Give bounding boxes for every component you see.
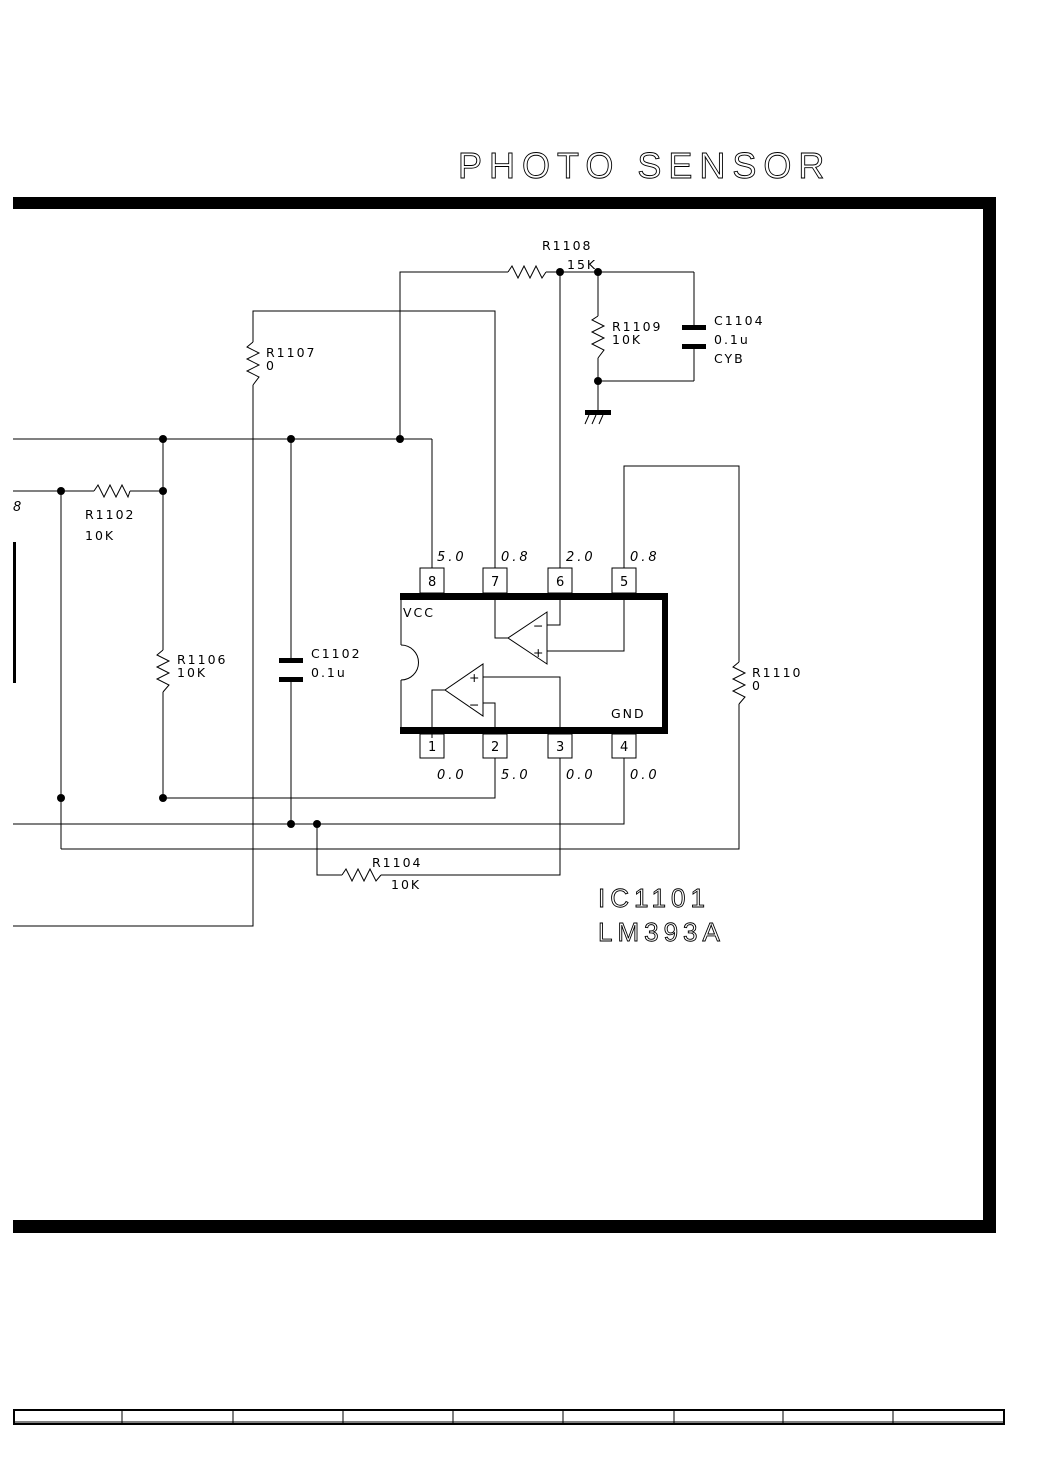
ic1101-body: VCC GND [400, 593, 668, 734]
pin-5: 5 0.8 [611, 550, 660, 594]
svg-text:10K: 10K [612, 332, 642, 347]
svg-text:C1102: C1102 [311, 646, 362, 661]
svg-text:R1107: R1107 [266, 345, 317, 360]
svg-text:0: 0 [752, 678, 762, 693]
svg-text:CYB: CYB [714, 351, 745, 366]
svg-text:0.8: 0.8 [501, 550, 531, 565]
opamp-upper: − + [494, 600, 625, 665]
svg-text:R1102: R1102 [85, 507, 136, 522]
pin-8: 8 5.0 [419, 550, 467, 594]
svg-text:+: + [533, 645, 545, 660]
svg-text:0.1u: 0.1u [714, 332, 750, 347]
svg-text:−: − [469, 697, 481, 712]
ic-vcc-label: VCC [403, 605, 435, 620]
pin-1: 1 0.0 [419, 733, 467, 783]
ic-part-number: LM393A [598, 917, 725, 947]
opamp-lower: + − [431, 663, 561, 727]
svg-text:10K: 10K [177, 665, 207, 680]
wiring [13, 271, 740, 927]
svg-text:8: 8 [428, 575, 436, 590]
svg-text:2: 2 [491, 740, 499, 755]
svg-text:5.0: 5.0 [437, 550, 467, 565]
title-block-strip [13, 1409, 1005, 1425]
resistor-r1106: R1106 10K [155, 649, 228, 693]
ic-pins-bottom: 1 0.0 2 5.0 3 0.0 4 0.0 [419, 733, 660, 783]
svg-text:R1104: R1104 [372, 855, 423, 870]
svg-text:+: + [469, 670, 481, 685]
resistor-r1107: R1107 0 [245, 341, 317, 386]
svg-text:1: 1 [428, 740, 436, 755]
svg-text:15K: 15K [567, 257, 597, 272]
svg-text:2.0: 2.0 [566, 550, 596, 565]
svg-text:7: 7 [491, 575, 499, 590]
svg-text:R1109: R1109 [612, 319, 663, 334]
resistor-r1109: R1109 10K [590, 315, 663, 359]
svg-text:R1108: R1108 [542, 238, 593, 253]
svg-text:0.8: 0.8 [630, 550, 660, 565]
svg-text:10K: 10K [391, 877, 421, 892]
pin-4: 4 0.0 [611, 733, 660, 783]
svg-text:6: 6 [556, 575, 564, 590]
pin-6: 6 2.0 [547, 550, 596, 594]
resistor-r1102: R1102 10K [85, 483, 136, 543]
pin-7: 7 0.8 [482, 550, 531, 594]
svg-text:10K: 10K [85, 528, 115, 543]
ic-gnd-label: GND [611, 706, 646, 721]
svg-text:0.0: 0.0 [437, 768, 467, 783]
pin-2: 2 5.0 [482, 733, 531, 783]
left-edge-net-label: 8 [13, 500, 24, 515]
svg-text:0: 0 [266, 358, 276, 373]
svg-text:0.0: 0.0 [566, 768, 596, 783]
ground-icon [584, 410, 611, 425]
resistor-r1110: R1110 0 [731, 661, 803, 705]
ic-reference: IC1101 [598, 883, 710, 913]
svg-text:0.1u: 0.1u [311, 665, 347, 680]
resistor-r1104: R1104 10K [341, 855, 423, 892]
ic-pins-top: 8 5.0 7 0.8 6 2.0 5 0.8 [419, 550, 660, 594]
capacitor-c1102: C1102 0.1u [279, 646, 362, 682]
svg-text:5: 5 [620, 575, 628, 590]
schematic-frame [13, 197, 996, 1233]
junction-dots [57, 268, 602, 828]
svg-text:3: 3 [556, 740, 564, 755]
svg-text:R1110: R1110 [752, 665, 803, 680]
svg-text:R1106: R1106 [177, 652, 228, 667]
capacitor-c1104: C1104 0.1u CYB [682, 313, 765, 366]
resistor-r1108: R1108 15K [507, 238, 597, 280]
svg-text:4: 4 [620, 740, 628, 755]
svg-text:−: − [533, 618, 545, 633]
pin-3: 3 0.0 [547, 733, 596, 783]
schematic-title: PHOTO SENSOR [458, 145, 831, 186]
svg-text:5.0: 5.0 [501, 768, 531, 783]
svg-text:0.0: 0.0 [630, 768, 660, 783]
svg-text:C1104: C1104 [714, 313, 765, 328]
